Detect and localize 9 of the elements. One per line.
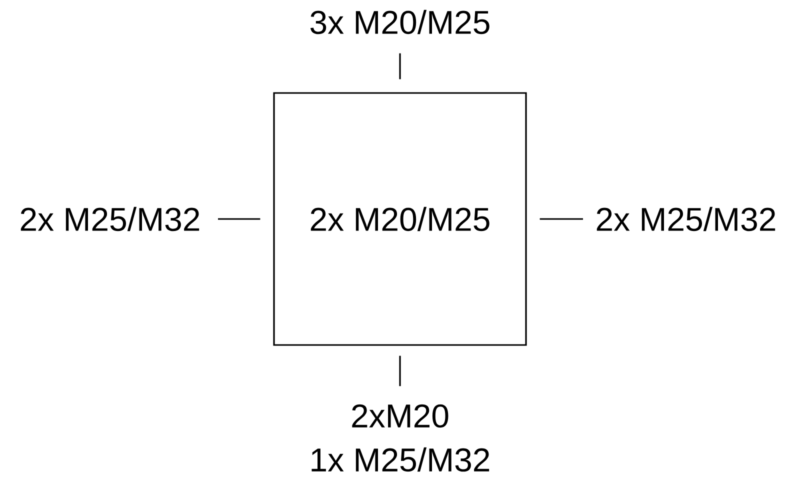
port-label: 3x M20/M25 — [310, 10, 490, 34]
port-label: 2x M25/M32 — [596, 206, 776, 232]
connector-line — [540, 218, 584, 220]
connector-line — [218, 218, 260, 220]
port-label: 2xM20 1x M25/M32 — [312, 404, 490, 472]
port-label: 2x M25/M32 — [20, 206, 200, 232]
connector-line — [399, 356, 401, 386]
port-box: 2x M20/M25 — [273, 92, 527, 346]
connector-line — [399, 53, 401, 80]
